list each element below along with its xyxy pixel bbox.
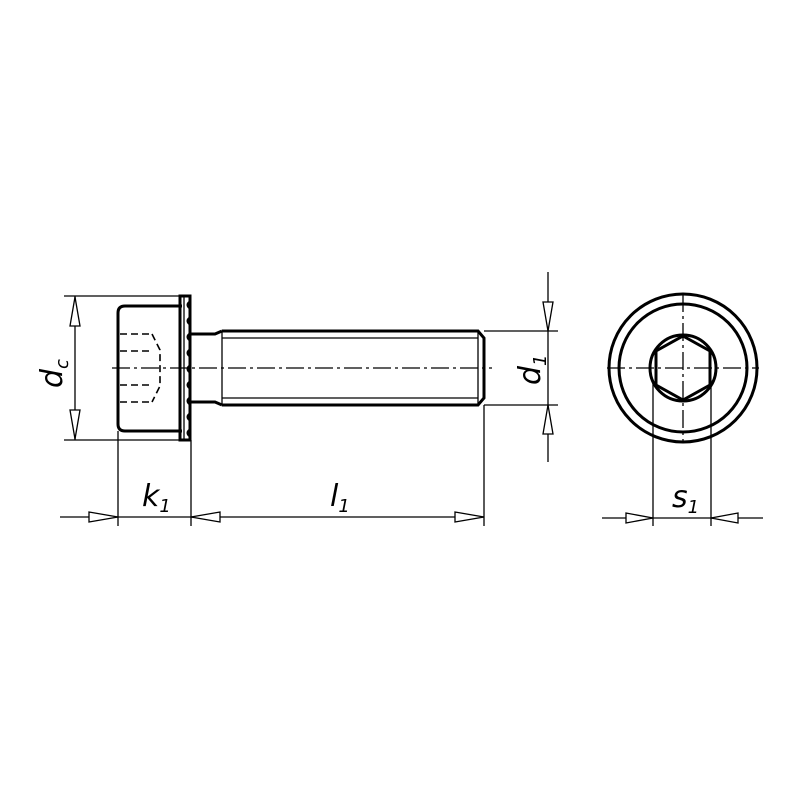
label-dc: dc	[35, 359, 73, 388]
side-view	[112, 294, 492, 442]
serration-teeth	[186, 300, 191, 438]
dimension-d1: d1	[484, 272, 558, 462]
label-s1: s1	[672, 480, 699, 518]
dimension-dc: dc	[35, 295, 190, 441]
label-k1: k1	[142, 479, 171, 517]
end-view	[607, 292, 759, 444]
hidden-hex-socket	[120, 333, 161, 403]
hex-socket	[654, 334, 712, 402]
label-d1: d1	[513, 355, 551, 386]
dimension-s1: s1	[602, 380, 763, 526]
dimension-k1-l1: k1 l1	[60, 405, 485, 526]
label-l1: l1	[330, 479, 350, 517]
screw-neck	[191, 329, 223, 336]
